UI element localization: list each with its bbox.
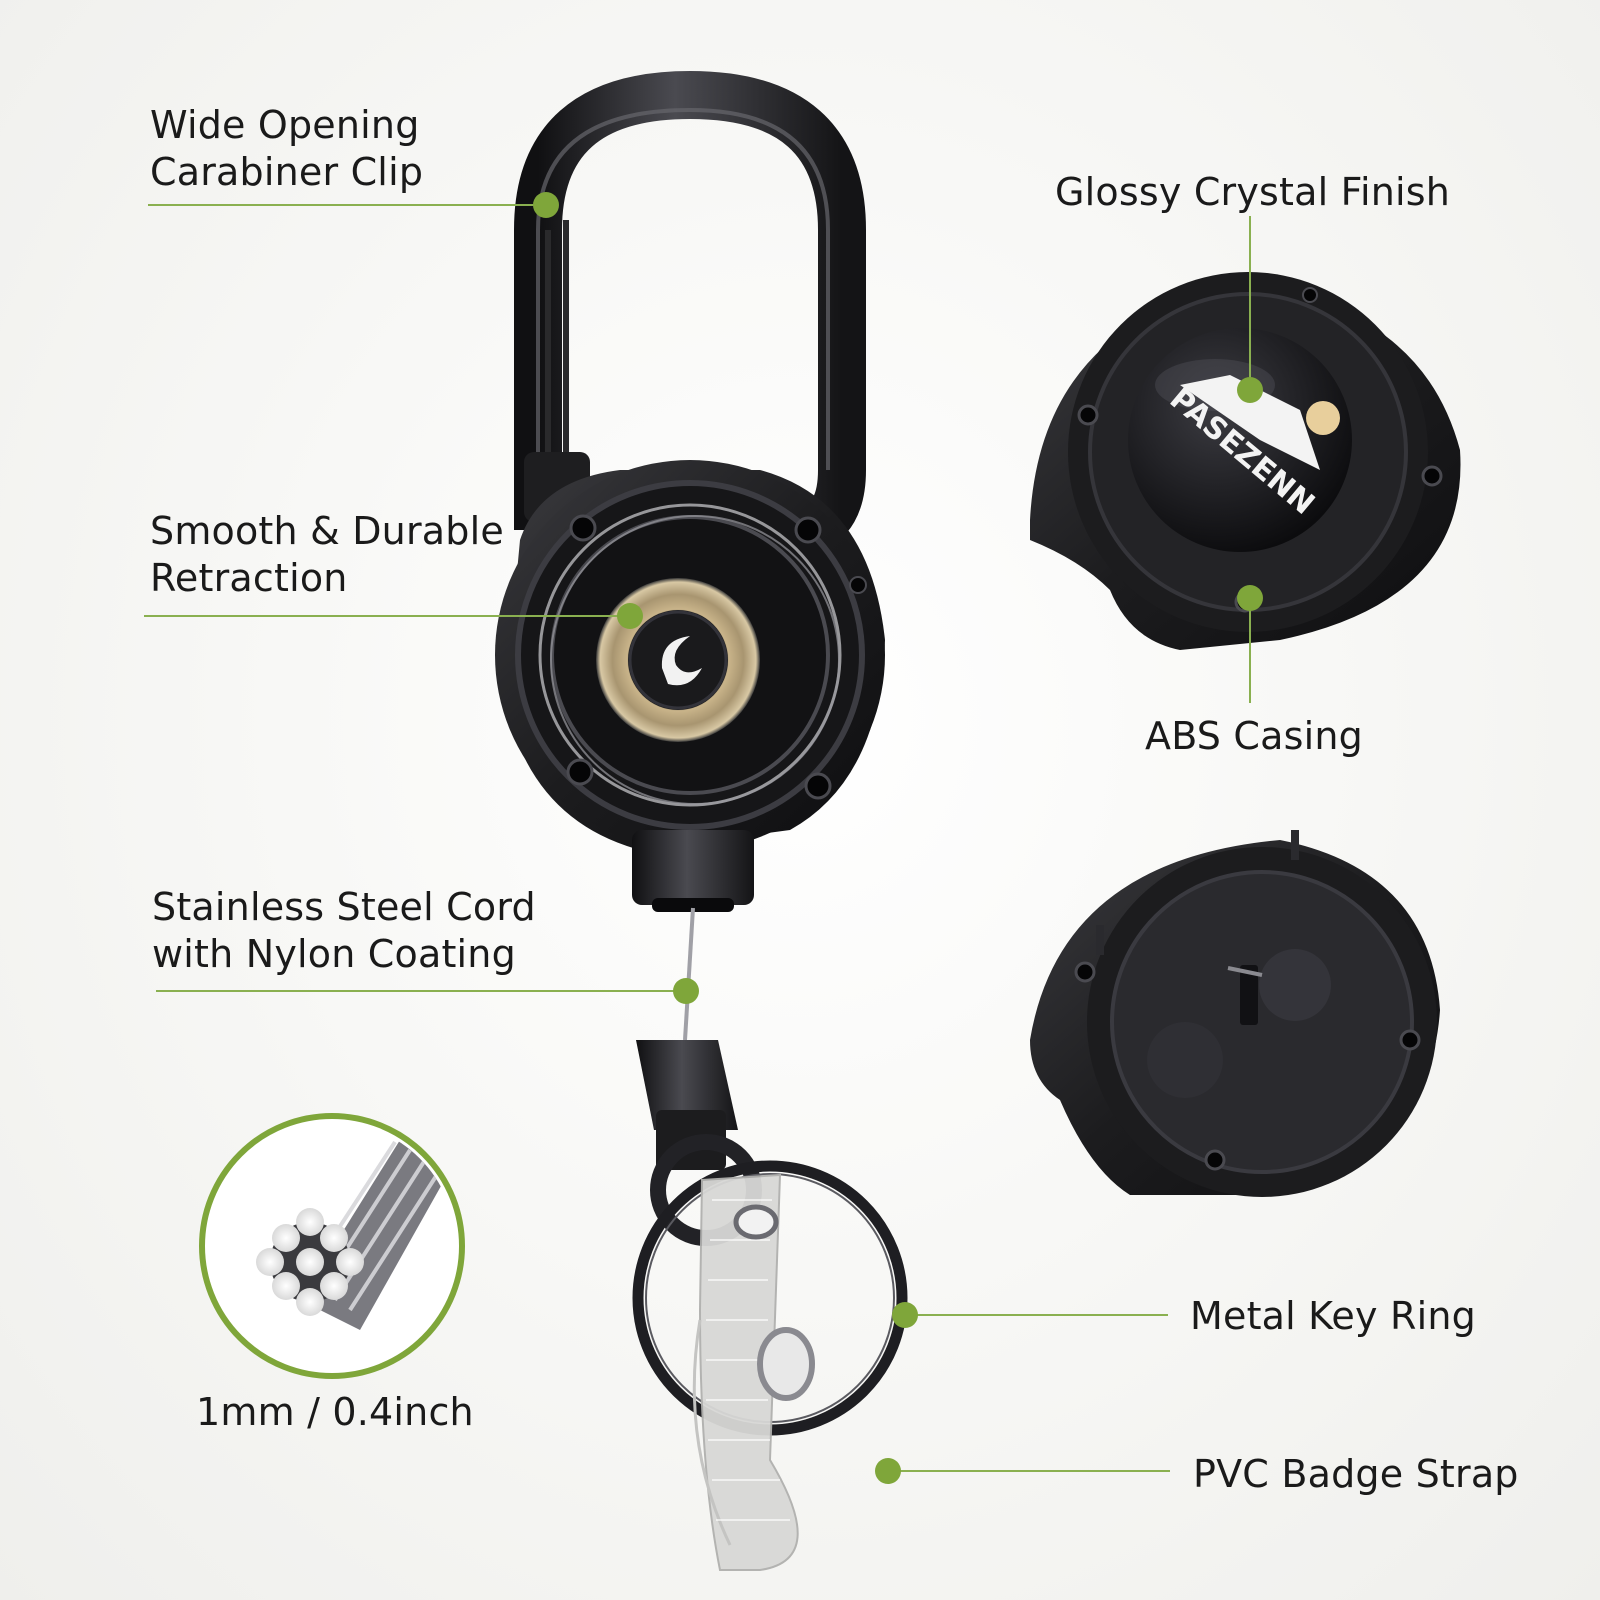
retraction-label: Smooth & Durable Retraction — [150, 508, 504, 602]
pvc-badge-strap — [692, 1173, 815, 1571]
carabiner-label-line2: Carabiner Clip — [150, 150, 424, 194]
leader-lines — [144, 204, 1251, 1472]
retraction-label-line1: Smooth & Durable — [150, 509, 504, 553]
reel-body — [495, 460, 885, 912]
cord-label-line2: with Nylon Coating — [152, 932, 516, 976]
steel-cord — [683, 907, 695, 1041]
steel-cable-cross-section-icon — [256, 1140, 450, 1330]
badge-strap-label: PVC Badge Strap — [1193, 1452, 1519, 1496]
cable-cross-section — [199, 1113, 465, 1379]
cord-size-label: 1mm / 0.4inch — [196, 1390, 474, 1434]
crystal-finish-label: Glossy Crystal Finish — [1055, 170, 1451, 214]
abs-casing-label: ABS Casing — [1145, 714, 1363, 758]
bottom-casing — [1030, 830, 1440, 1197]
carabiner-clip-label: Wide Opening Carabiner Clip — [150, 102, 423, 196]
cord-label: Stainless Steel Cord with Nylon Coating — [152, 884, 536, 978]
cord-label-line1: Stainless Steel Cord — [152, 885, 536, 929]
callout-dots — [533, 192, 1263, 1484]
carabiner-label-line1: Wide Opening — [150, 103, 420, 147]
top-cap: PASEZENN — [1030, 272, 1461, 650]
key-ring-label: Metal Key Ring — [1190, 1294, 1476, 1338]
retraction-label-line2: Retraction — [150, 556, 348, 600]
